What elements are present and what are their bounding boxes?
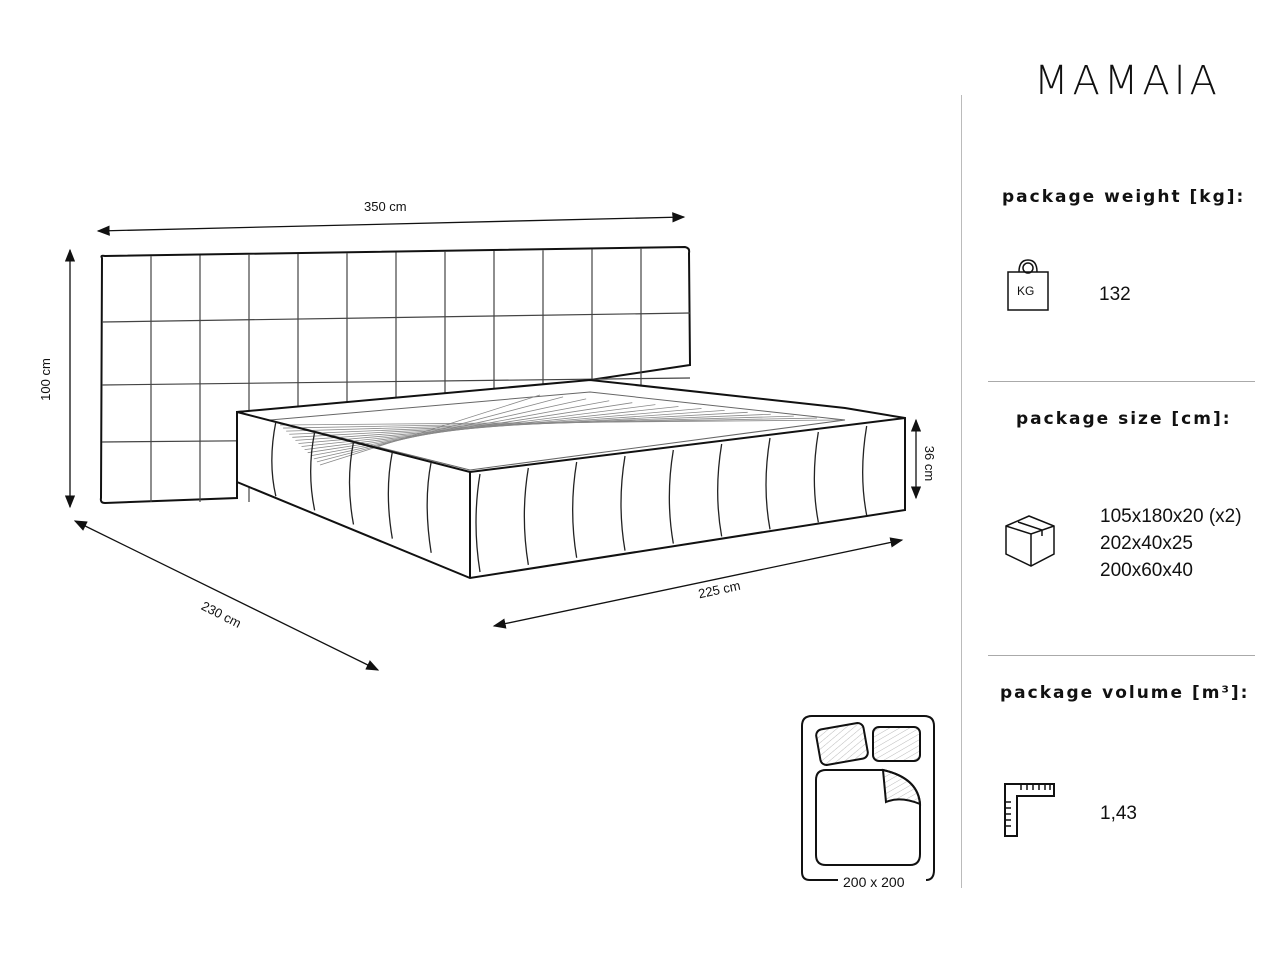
cushion-line xyxy=(765,437,771,530)
divider-vertical xyxy=(961,95,962,888)
dimension-lines xyxy=(64,212,922,671)
mattress-size-icon xyxy=(801,715,935,881)
package-weight-value: 132 xyxy=(1099,284,1131,305)
product-title: MAMAIA xyxy=(1034,58,1221,104)
cushion-line xyxy=(310,431,316,511)
height-dimension-label: 100 cm xyxy=(37,358,53,401)
slat-line xyxy=(301,406,679,447)
bed-frame xyxy=(236,378,906,580)
slat-line xyxy=(304,404,656,451)
cushion-line xyxy=(271,421,277,497)
cushion-line xyxy=(387,451,393,539)
box-icon xyxy=(1003,512,1057,572)
weight-icon-text: KG xyxy=(1017,284,1035,298)
package-size-value: 200x60x40 xyxy=(1100,560,1193,581)
cushion-line xyxy=(426,461,432,553)
mattress-size-label: 200 x 200 xyxy=(843,874,905,890)
cushion-line xyxy=(348,441,355,525)
cushion-line xyxy=(717,443,723,537)
package-volume-value: 1,43 xyxy=(1100,803,1137,824)
package-size-values: 105x180x20 (x2) 202x40x25 200x60x40 xyxy=(1100,503,1242,584)
frame-height-dimension-label: 36 cm xyxy=(922,445,938,482)
cushion-line xyxy=(862,425,868,516)
width-dimension-label: 350 cm xyxy=(364,199,407,214)
weight-kg-icon: KG xyxy=(1005,256,1051,316)
slat-line xyxy=(319,394,541,466)
slat-line xyxy=(310,400,610,457)
cushion-line xyxy=(475,473,481,573)
cushion-line xyxy=(813,431,819,523)
headboard-tuft-line xyxy=(101,312,691,323)
package-size-label: package size [cm]: xyxy=(1016,409,1232,429)
headboard-tuft-line xyxy=(101,377,691,386)
slat-line xyxy=(313,398,587,460)
package-weight-label: package weight [kg]: xyxy=(1002,187,1246,207)
package-volume-label: package volume [m³]: xyxy=(1000,683,1250,703)
headboard xyxy=(99,245,692,505)
divider-1 xyxy=(988,381,1255,382)
cushion-line xyxy=(668,449,674,544)
slat-line xyxy=(298,408,702,444)
ruler-icon xyxy=(1003,782,1057,842)
package-size-value: 105x180x20 (x2) xyxy=(1100,506,1242,527)
divider-2 xyxy=(988,655,1255,656)
slat-line xyxy=(316,396,564,463)
package-size-value: 202x40x25 xyxy=(1100,533,1193,554)
